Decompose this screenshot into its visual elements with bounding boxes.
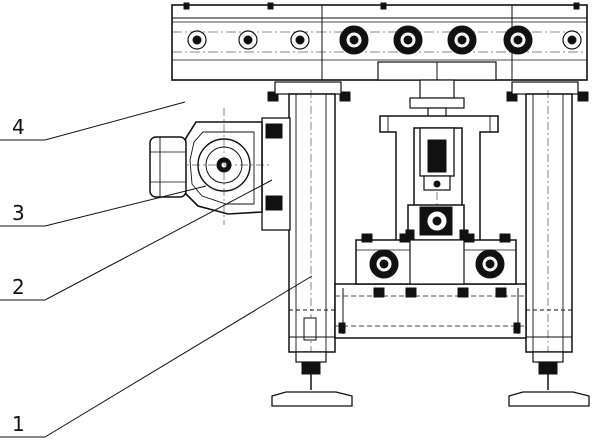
large-roller bbox=[447, 25, 477, 55]
large-roller bbox=[503, 25, 533, 55]
beam-rollers bbox=[187, 25, 582, 55]
lower-crossbeam bbox=[334, 283, 527, 339]
large-roller bbox=[339, 25, 369, 55]
callout-label-4: 4 bbox=[12, 115, 25, 139]
gear-motor bbox=[149, 108, 291, 231]
small-roller bbox=[562, 30, 582, 50]
callout-label-1: 1 bbox=[12, 412, 25, 436]
left-column bbox=[271, 81, 353, 407]
right-column bbox=[508, 81, 590, 407]
beam-nuts bbox=[267, 91, 589, 102]
large-roller bbox=[393, 25, 423, 55]
callout-label-3: 3 bbox=[12, 201, 25, 225]
small-roller bbox=[290, 30, 310, 50]
small-roller bbox=[187, 30, 207, 50]
lift-frame bbox=[379, 79, 499, 270]
callout-labels: 4 3 2 1 bbox=[12, 115, 25, 436]
callout-leaders bbox=[0, 101, 313, 438]
lower-roller-carriage bbox=[355, 233, 517, 285]
carriage-roller bbox=[369, 249, 399, 279]
carriage-roller bbox=[475, 249, 505, 279]
callout-label-2: 2 bbox=[12, 275, 25, 299]
small-roller bbox=[238, 30, 258, 50]
